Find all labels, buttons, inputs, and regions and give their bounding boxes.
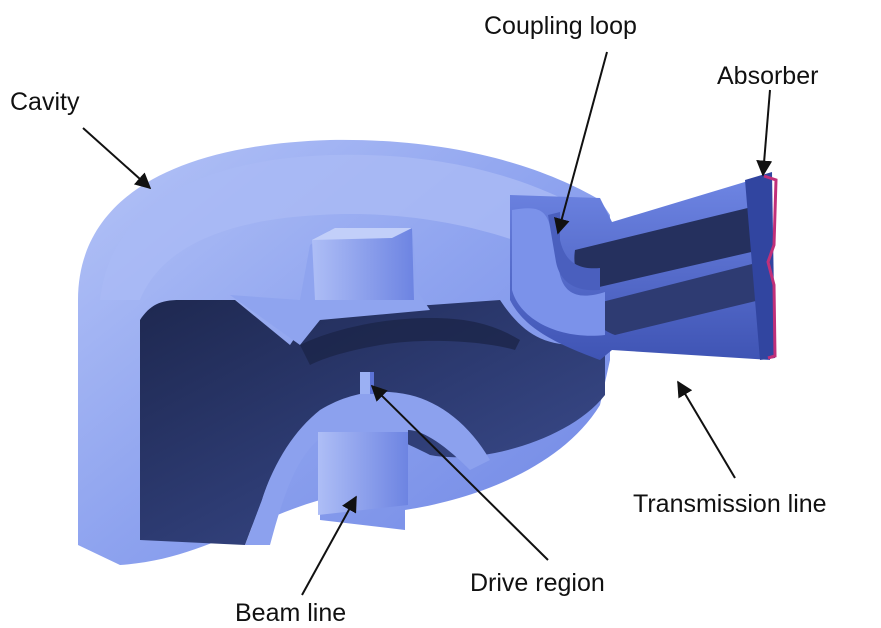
cavity-arrow — [83, 128, 150, 188]
drive-region-label: Drive region — [470, 569, 605, 597]
lower-post — [318, 432, 408, 515]
beam-line-label: Beam line — [235, 599, 346, 627]
transmission-line-label: Transmission line — [633, 490, 827, 518]
absorber-arrow — [763, 90, 770, 175]
absorber-label: Absorber — [717, 62, 818, 90]
coupler-assembly — [510, 172, 776, 360]
drive-region-pin — [360, 372, 370, 394]
coupling-loop-label: Coupling loop — [484, 12, 637, 40]
transmission-line-arrow — [678, 382, 735, 478]
drive-region-pin-shade — [370, 372, 374, 394]
cavity-label: Cavity — [10, 88, 80, 116]
